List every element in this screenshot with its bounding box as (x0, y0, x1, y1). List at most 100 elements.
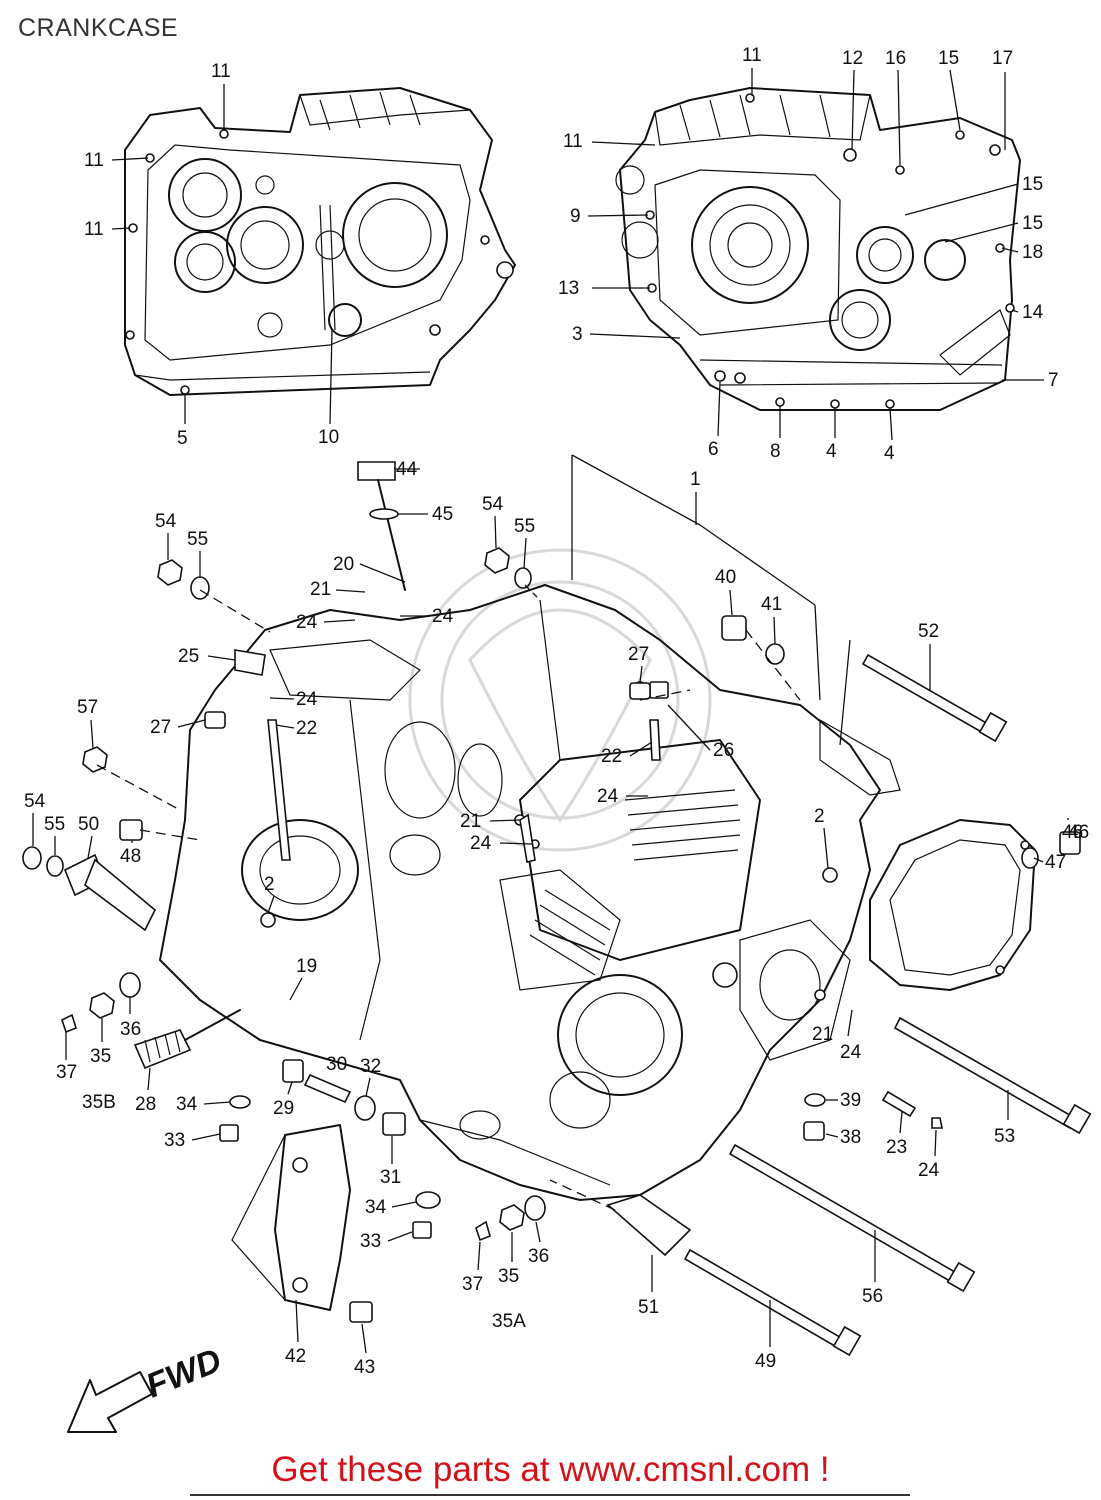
callout: 24 (432, 606, 454, 627)
callout: 33 (360, 1231, 381, 1252)
callout: 15 (938, 48, 959, 69)
callout: 35A (492, 1311, 526, 1332)
callout: 22 (601, 746, 622, 767)
callout: 45 (432, 504, 453, 525)
callout: 10 (318, 427, 339, 448)
callout: 46 (1068, 822, 1089, 843)
callout: 34 (176, 1094, 198, 1115)
callout: 28 (135, 1094, 156, 1115)
left-view-callouts: 11 11 11 5 10 (84, 61, 339, 449)
callout: 2 (814, 806, 825, 827)
callout: 36 (120, 1019, 141, 1040)
callout: 37 (462, 1274, 483, 1295)
callout: 35B (82, 1092, 116, 1113)
callout: 51 (638, 1297, 659, 1318)
skid-plate (231, 1124, 351, 1311)
callout: 57 (77, 697, 98, 718)
callout: 39 (840, 1090, 861, 1111)
callout: 30 (326, 1054, 347, 1075)
callout: 54 (24, 791, 46, 812)
callout: 19 (296, 956, 317, 977)
callout: 42 (285, 1346, 306, 1367)
callout: 53 (994, 1126, 1015, 1147)
callout: 4 (884, 443, 895, 464)
callout: 11 (211, 61, 231, 82)
callout: 14 (1022, 302, 1044, 323)
callout: 3 (572, 324, 583, 345)
callout: 48 (120, 846, 141, 867)
callout: 29 (273, 1098, 294, 1119)
fasteners (22, 461, 1092, 1357)
callout: 1 (690, 469, 701, 490)
callout: 37 (56, 1062, 77, 1083)
footer-cta-link[interactable]: Get these parts at www.cmsnl.com ! (271, 1450, 830, 1489)
callout: 52 (918, 621, 939, 642)
callout: 9 (570, 206, 581, 227)
callout: 24 (840, 1042, 862, 1063)
callout: 46 (1062, 822, 1083, 843)
right-side-cover (869, 819, 1036, 991)
callout: 16 (885, 48, 906, 69)
callout: 55 (44, 814, 65, 835)
callout: 47 (1045, 852, 1066, 873)
page-title: CRANKCASE (18, 14, 179, 42)
callout: 25 (178, 646, 199, 667)
callout: 11 (742, 45, 762, 66)
callout: 35 (90, 1046, 111, 1067)
callout: 34 (365, 1197, 387, 1218)
callout: 35 (498, 1266, 519, 1287)
callout: 21 (460, 811, 481, 832)
callout: 40 (715, 567, 736, 588)
callout: 24 (597, 786, 619, 807)
callout: 41 (761, 594, 782, 615)
callout: 5 (177, 428, 188, 449)
callout: 13 (558, 278, 579, 299)
callout: 6 (708, 439, 719, 460)
right-crankcase-half (615, 87, 1021, 411)
fwd-direction-indicator: FWD (67, 1341, 227, 1433)
callout: 12 (842, 48, 863, 69)
callout: 11 (84, 150, 104, 171)
callout: 31 (380, 1167, 401, 1188)
callout: 21 (812, 1024, 833, 1045)
callout: 17 (992, 48, 1013, 69)
callout: 15 (1022, 174, 1043, 195)
callout: 21 (310, 579, 331, 600)
callout: 27 (150, 717, 171, 738)
left-crankcase-half (124, 87, 516, 396)
callout: 56 (862, 1286, 883, 1307)
callout: 11 (563, 131, 583, 152)
watermark-logo (408, 548, 712, 852)
exploded-leaders (96, 454, 851, 1211)
callout: 55 (187, 529, 208, 550)
callout: 38 (840, 1127, 861, 1148)
callout: 36 (528, 1246, 549, 1267)
callout: 24 (296, 612, 318, 633)
callout: 26 (713, 740, 734, 761)
footer-underline (190, 1494, 910, 1496)
callout: 54 (155, 511, 177, 532)
callout: 32 (360, 1056, 381, 1077)
main-callouts: 44 45 1 54 55 54 55 20 21 24 24 40 41 52… (24, 459, 1089, 1378)
right-view-callouts: 11 12 16 15 17 11 15 9 15 18 13 14 3 7 6… (558, 45, 1059, 464)
callout: 24 (296, 689, 318, 710)
callout: 22 (296, 718, 317, 739)
callout: 43 (354, 1357, 375, 1378)
callout: 55 (514, 516, 535, 537)
callout: 33 (164, 1130, 185, 1151)
callout: 18 (1022, 242, 1043, 263)
callout: 7 (1048, 370, 1059, 391)
callout: 20 (333, 554, 354, 575)
callout: 8 (770, 441, 781, 462)
arrow-left-down-icon (67, 1371, 153, 1433)
callout: 24 (470, 833, 492, 854)
callout: 50 (78, 814, 99, 835)
callout: 27 (628, 644, 649, 665)
callout: 2 (264, 874, 275, 895)
callout: 15 (1022, 213, 1043, 234)
callout: 24 (918, 1160, 940, 1181)
callout: 23 (886, 1137, 907, 1158)
callout: 4 (826, 441, 837, 462)
fwd-label: FWD (141, 1341, 227, 1405)
